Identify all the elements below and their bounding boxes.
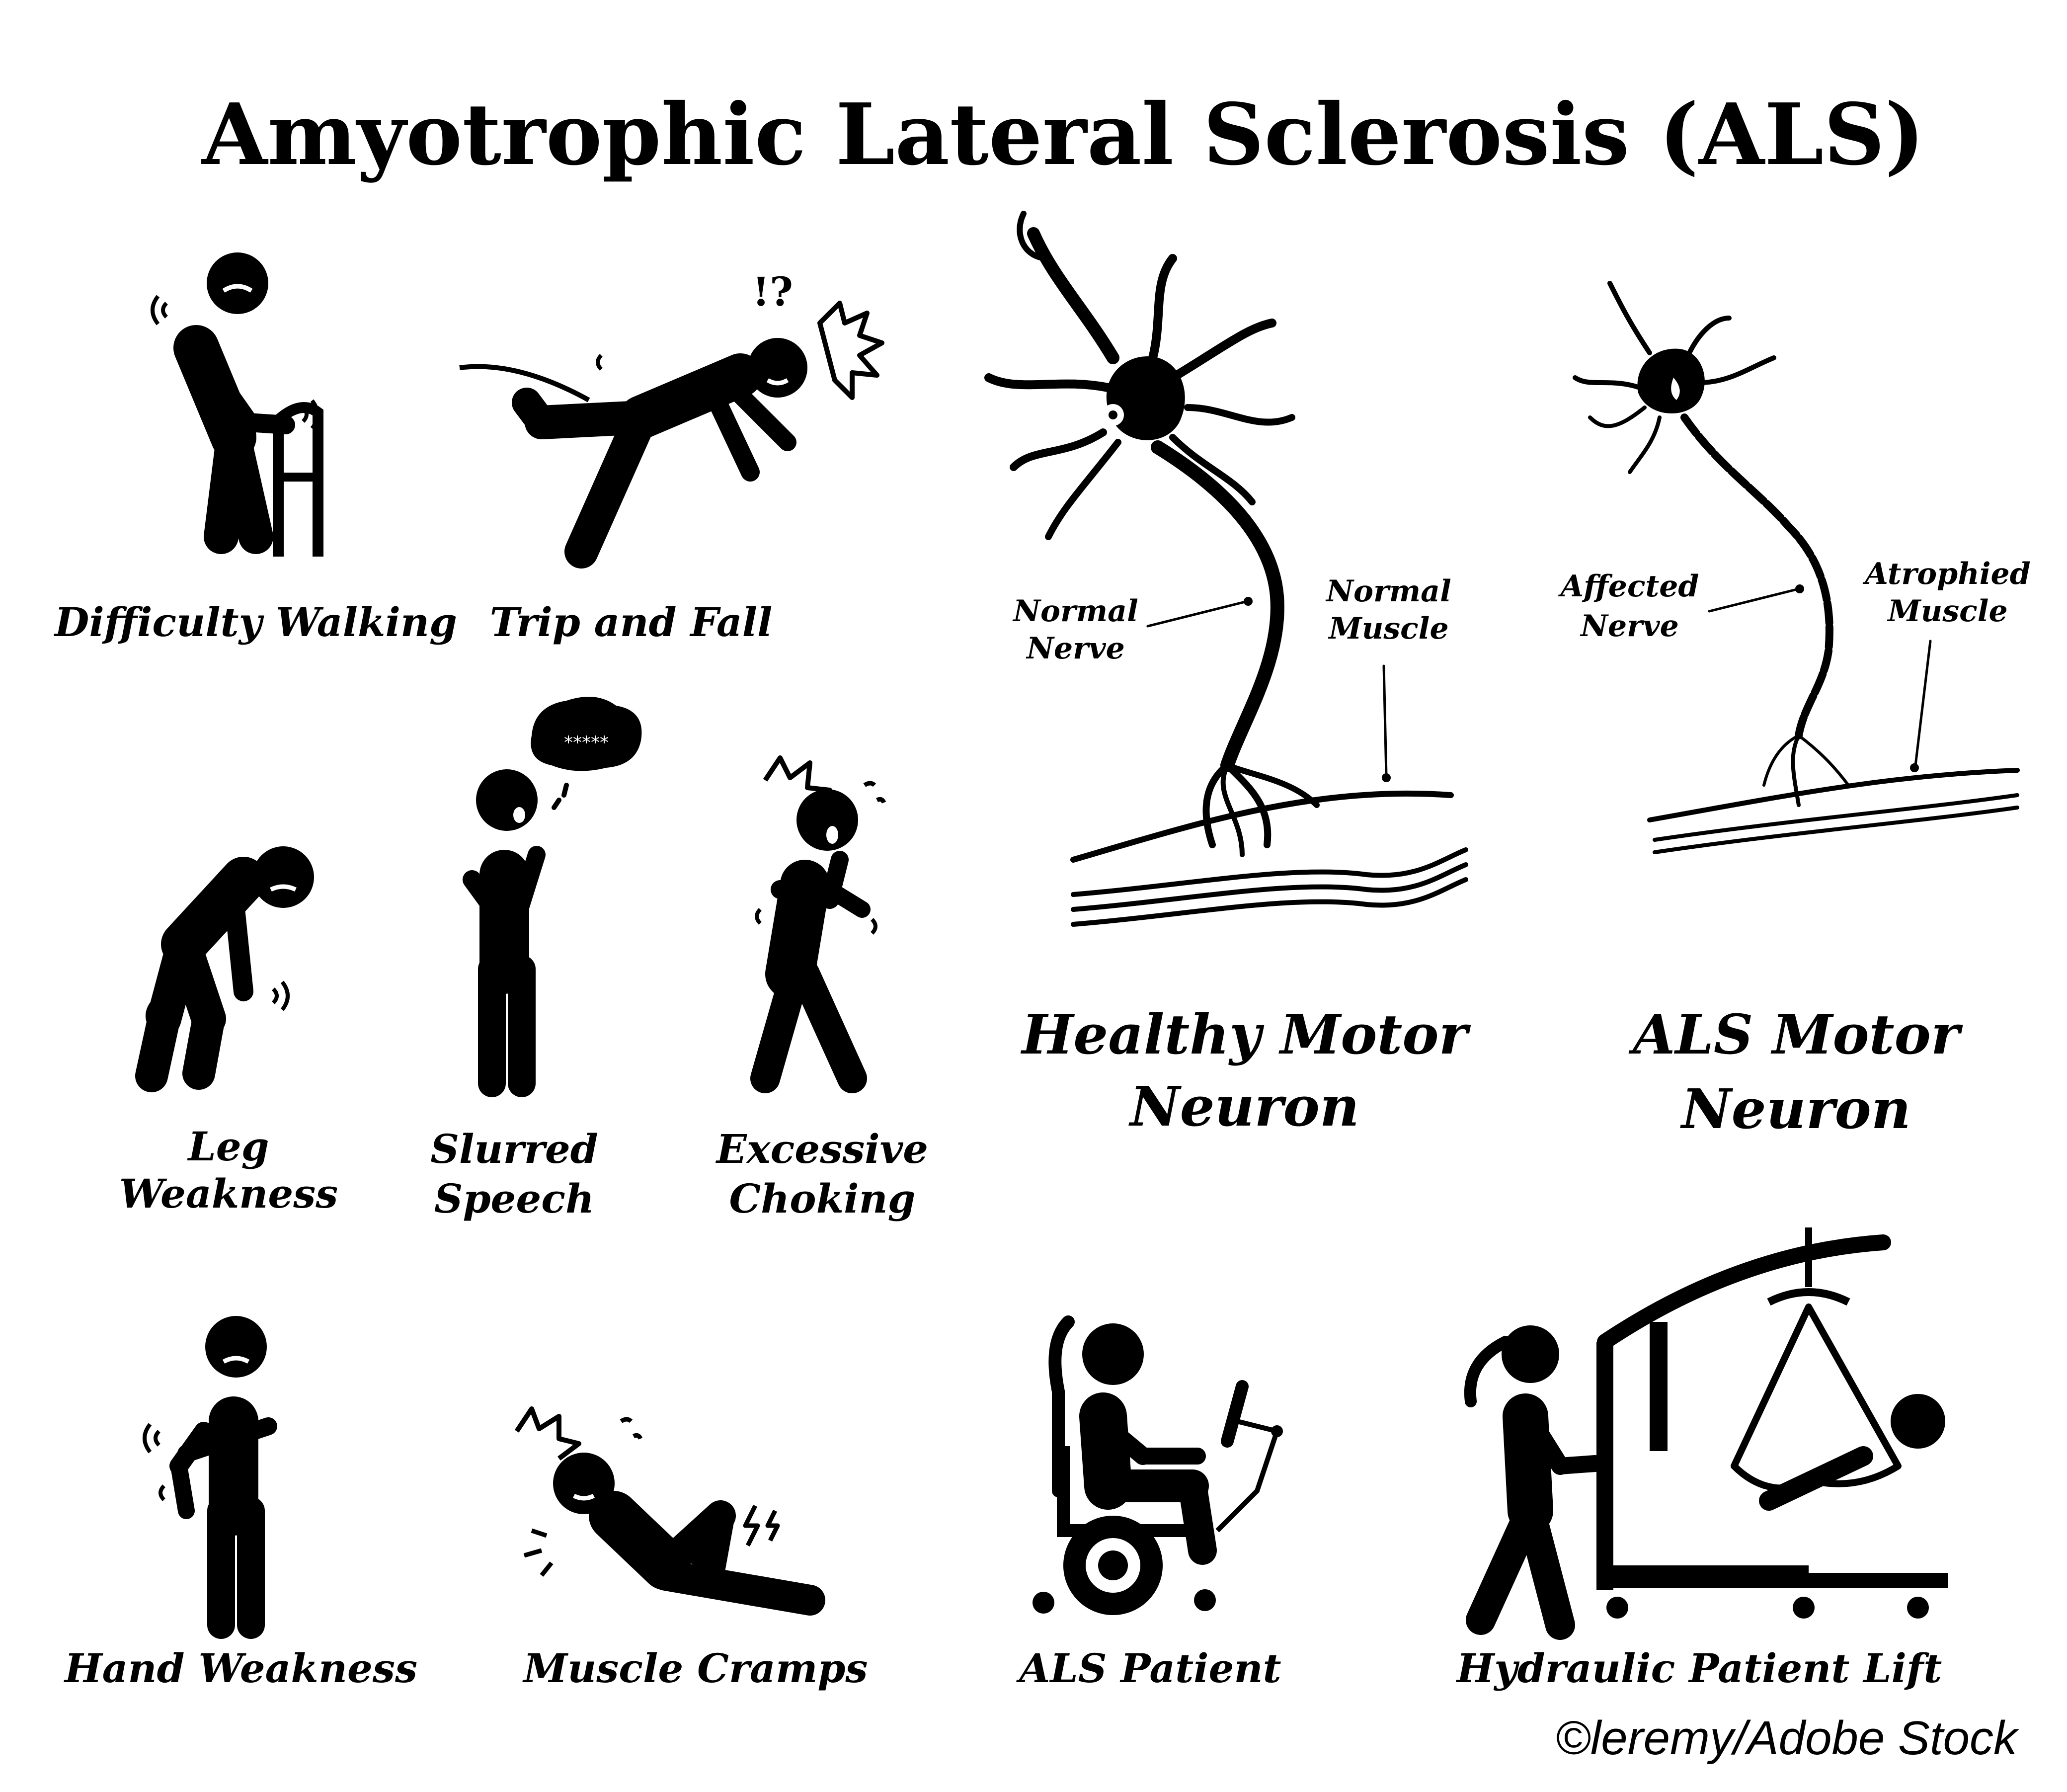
page-title: Amyotrophic Lateral Sclerosis (ALS) [201,85,1924,184]
excessive-choking-label-2: Choking [729,1175,915,1222]
hand-weakness-label: Hand Weakness [64,1645,417,1692]
normal-muscle-label-1: Normal [1325,574,1451,609]
atrophied-muscle-label-1: Atrophied [1862,557,2030,591]
difficulty-walking-label: Difficulty Walking [54,599,457,646]
person-with-leg-cramp-icon [514,1406,825,1616]
excessive-choking-label-1: Excessive [716,1126,928,1172]
affected-nerve-label-2: Nerve [1580,609,1679,644]
normal-muscle-label-2: Muscle [1328,611,1448,646]
normal-nerve-label-2: Nerve [1026,631,1125,666]
hydraulic-lift-label: Hydraulic Patient Lift [1456,1645,1942,1692]
slurred-speech-label-2: Speech [434,1175,594,1222]
leg-weakness-label-1: Leg [187,1123,269,1170]
person-with-walker-icon [151,252,323,557]
normal-nerve-label-1: Normal [1012,594,1138,629]
als-neuron-title-2: Neuron [1680,1077,1911,1141]
healthy-neuron-icon [984,211,1468,927]
bent-person-holding-knees-icon [135,846,314,1092]
als-neuron-icon [1573,281,2020,854]
slurred-speech-label-1: Slurred [430,1126,598,1172]
person-in-wheelchair-with-screen-icon [1033,1315,1283,1615]
als-patient-label: ALS Patient [1016,1645,1281,1692]
healthy-neuron-title-1: Healthy Motor [1020,1002,1471,1066]
leg-weakness-label-2: Weakness [119,1170,338,1217]
image-credit: ©leremy/Adobe Stock [1555,1711,2020,1765]
muscle-cramps-label: Muscle Cramps [522,1645,868,1692]
als-neuron-title-1: ALS Motor [1628,1002,1963,1066]
trip-fall-exclaim: !? [752,268,793,315]
svg-text:⁎⁎⁎⁎⁎: ⁎⁎⁎⁎⁎ [564,727,609,747]
caregiver-with-patient-lift-icon [1464,1227,1948,1640]
atrophied-muscle-label-2: Muscle [1887,594,2007,629]
person-with-garbled-speech-bubble-icon: ⁎⁎⁎⁎⁎ [463,697,642,1097]
trip-and-fall-label: Trip and Fall [490,599,773,646]
choking-person-icon [750,755,886,1093]
person-holding-arm-icon [143,1316,277,1639]
falling-person-icon [459,301,884,569]
healthy-neuron-title-2: Neuron [1128,1074,1359,1139]
affected-nerve-label-1: Affected [1558,569,1699,604]
